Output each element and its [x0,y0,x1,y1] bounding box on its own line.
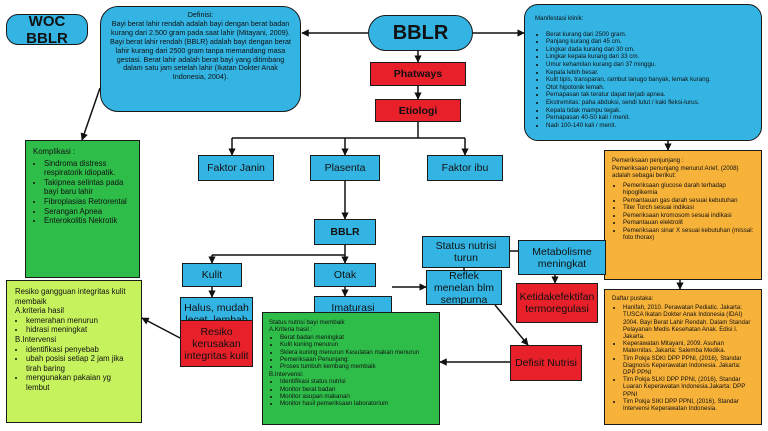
defisit-nutrisi-box: Defisit Nutrisi [510,345,582,381]
list-item: Kulit kuning menurun [280,341,433,348]
plasenta-box: Plasenta [310,155,380,181]
link-definisi-komplikasi [80,87,101,141]
list-item: Enterokolitis Nekrotik [44,216,132,226]
manifestasi-box: Manifestasi klinik: Berat kurang dari 25… [524,4,762,141]
resiko-kerusakan-box: Resiko kerusakan integritas kulit [180,320,253,367]
central-bblr: BBLR [368,15,473,51]
list-item: Fibroplasias Retrorental [44,197,132,207]
list-item: Hanifah, 2010. Perawatan Pediatic. Jakar… [623,304,754,340]
komplikasi-box: Komplikasi : Sindroma distress respirato… [25,140,140,278]
nutrisi-box: Status nutrisi bayi membaik A.Kriteria h… [262,312,440,425]
list-item: Panjang kurang dari 45 cm. [546,38,751,46]
list-item: Kulit tipis, transparan, rambut lanugo b… [546,76,751,84]
list-item: identifikasi penyebab [26,345,133,355]
pustaka-box: Daftar pustaka: Hanifah, 2010. Perawatan… [604,289,762,425]
list-item: Monitor hasil pemeriksaan laboratorium [280,400,433,407]
list-item: hidrasi meningkat [26,325,133,335]
resiko-b-label: B.Intervensi [15,334,57,344]
list-item: Umur kehamilan kurang dari 37 minggu. [546,61,751,69]
bblr-node: BBLR [314,219,376,245]
pustaka-heading: Daftar pustaka: [612,295,654,302]
pemeriksaan-box: Pemeriksaan penjunjang : Pemeriksaan pen… [604,150,762,280]
definisi-heading: Definisi: [187,10,214,19]
list-item: Lingkar kepala kurang dari 33 cm. [546,53,751,61]
faktor-janin-box: Faktor Janin [198,155,274,181]
list-item: Tim Pokja SIKI DPP PPNI, (2016), Standar… [623,398,754,412]
list-item: Sindroma distress respiratorik idiopatik… [44,159,132,178]
phatways-box: Phatways [370,62,466,86]
list-item: mengunakan pakaian yg lembut [26,373,133,392]
list-item: kemerahan menurun [26,316,133,326]
pemeriksaan-intro: Pemeriksaan penunjang menurut Arief, (20… [612,164,739,180]
list-item: Berat badan meningkat [280,334,433,341]
pemeriksaan-heading: Pemeriksaan penjunjang : [612,157,684,164]
list-item: Pemantauan gas darah sesuai kebutuhan [623,197,754,205]
manifestasi-heading: Manifestasi klinik: [535,15,584,22]
list-item: Otot hipotonik lemah. [546,84,751,92]
resiko-a-label: A.kriteria hasil [15,306,64,316]
list-item: Keperawatan Mitayani, 2009. Asuhan Mater… [623,340,754,354]
list-item: Nadi 100-140 kali / menit. [546,122,751,130]
kulit-box: Kulit [182,263,242,287]
list-item: Kepala lebih besar. [546,69,751,77]
list-item: Pemeriksaan sinar X sesuai kebutuhan (mi… [623,227,754,242]
etiologi-box: Etiologi [375,99,461,122]
list-item: Takipnea selintas pada bayi baru lahir [44,178,132,197]
list-item: Pernapasan tak teratur dapat terjadi apn… [546,91,751,99]
resiko-heading: Resiko gangguan integritas kulit membaik [15,287,126,306]
list-item: Pernapasan 40-50 kali / menit. [546,114,751,122]
reflek-box: Reflek menelan blm sempurna [426,270,502,305]
list-item: Berat kurang dari 2500 gram. [546,31,751,39]
list-item: ubah posisi setiap 2 jam jika tirah bari… [26,354,133,373]
list-item: Lingkar dada kurang dari 30 cm. [546,46,751,54]
list-item: Pemeriksaan glucose darah terhadap hipog… [623,182,754,197]
list-item: Pemeriksaan kromosom sesuai indikasi [623,212,754,220]
resiko-integritas-box: Resiko gangguan integritas kulit membaik… [6,280,142,423]
otak-box: Otak [314,263,376,287]
woc-title: WOC BBLR [6,14,88,45]
list-item: Pemeriksaan Penunjang: [280,356,433,363]
definisi-text: Bayi berat lahir rendah adalah bayi deng… [109,18,291,82]
list-item: Tim Pokja SLKI DPP PPNI, (2016), Standar… [623,376,754,398]
list-item: Kepala tidak mampu tegak. [546,107,751,115]
definisi-box: Definisi: Bayi berat lahir rendah adalah… [100,6,301,112]
list-item: Sklera kuning menurun Kesulatan makan me… [280,349,433,356]
list-item: Monitor asupan makanan [280,393,433,400]
metabolisme-box: Metabolisme meningkat [518,240,606,275]
list-item: Pemantauan elektrolit [623,219,754,227]
list-item: Proses tumbuh kembang membaik [280,363,433,370]
list-item: Titer Torch sesuai indikasi [623,204,754,212]
list-item: Tim Pokja SDKI DPP PPNI, (2016), Standar… [623,355,754,377]
status-nutrisi-box: Status nutrisi turun [422,236,510,268]
list-item: Ekstremitas: paha abduksi, sendi lutut /… [546,99,751,107]
nutrisi-a-label: A.Kriteria hasil : [269,326,313,334]
ketidakefektifan-box: Ketidakefektifan termoregulasi [516,283,598,323]
list-item: Monitor berat badan [280,386,433,393]
list-item: Serangan Apnea [44,207,132,217]
komplikasi-heading: Komplikasi : [33,147,76,156]
nutrisi-heading: Status nutrisi bayi membaik [269,319,345,326]
list-item: Identifikasi status nutrisi [280,378,433,385]
nutrisi-b-label: B.Intervensi: [269,370,304,378]
faktor-ibu-box: Faktor ibu [427,155,503,181]
